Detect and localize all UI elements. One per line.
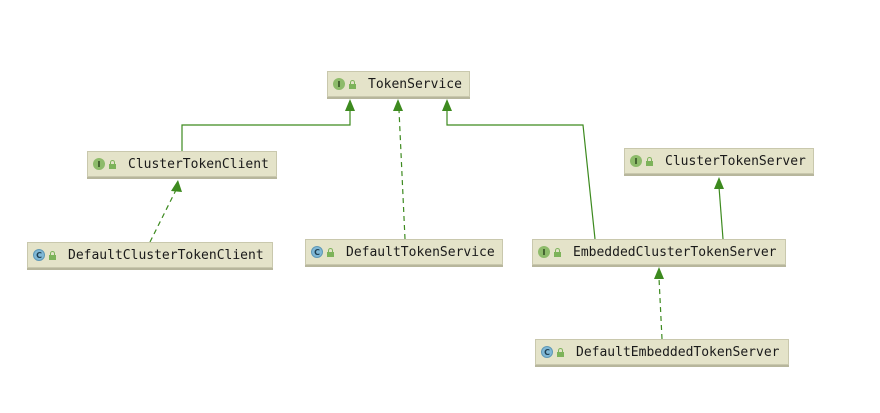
node-clustertokenserver[interactable]: I ClusterTokenServer <box>624 148 814 174</box>
node-label: DefaultTokenService <box>346 244 495 260</box>
node-label: DefaultClusterTokenClient <box>68 247 264 263</box>
arrowhead-clienttoken <box>171 180 182 192</box>
lock-icon <box>109 159 116 169</box>
arrowhead-tokenservice-right <box>442 99 452 111</box>
node-defaulttokenservice[interactable]: C DefaultTokenService <box>305 239 503 265</box>
lock-icon <box>49 250 56 260</box>
node-label: ClusterTokenClient <box>128 156 269 172</box>
node-defaultclustertokenclient[interactable]: C DefaultClusterTokenClient <box>27 242 273 268</box>
node-defaultembeddedtokenserver[interactable]: C DefaultEmbeddedTokenServer <box>535 339 789 365</box>
edge-clustertokenclient-tokenservice <box>181 110 351 151</box>
edge-embeddedserver-servertoken <box>718 186 724 240</box>
node-label: ClusterTokenServer <box>665 153 806 169</box>
arrowhead-embedded <box>654 267 664 279</box>
class-icon: C <box>541 346 553 358</box>
class-icon: C <box>311 246 323 258</box>
node-label: DefaultEmbeddedTokenServer <box>576 344 780 360</box>
edge-embeddedserver-tokenservice <box>446 110 596 240</box>
lock-icon <box>349 79 356 89</box>
interface-icon: I <box>93 158 105 170</box>
arrowhead-servertoken <box>714 177 724 189</box>
lock-icon <box>327 247 334 257</box>
node-label: EmbeddedClusterTokenServer <box>573 244 777 260</box>
interface-icon: I <box>538 246 550 258</box>
lock-icon <box>554 247 561 257</box>
lock-icon <box>557 347 564 357</box>
edge-defaultclient-clienttoken <box>149 189 177 243</box>
class-icon: C <box>33 249 45 261</box>
node-label: TokenService <box>368 76 462 92</box>
edge-defaultembedded-embedded <box>658 277 663 340</box>
arrowhead-tokenservice-left <box>345 99 355 111</box>
node-clustertokenclient[interactable]: I ClusterTokenClient <box>87 151 277 177</box>
edge-defaulttokenservice-tokenservice <box>398 109 406 240</box>
arrowhead-tokenservice-middle <box>393 99 403 111</box>
lock-icon <box>646 156 653 166</box>
interface-icon: I <box>630 155 642 167</box>
node-tokenservice[interactable]: I TokenService <box>327 71 470 97</box>
node-embeddedclustertokenserver[interactable]: I EmbeddedClusterTokenServer <box>532 239 786 265</box>
interface-icon: I <box>333 78 345 90</box>
